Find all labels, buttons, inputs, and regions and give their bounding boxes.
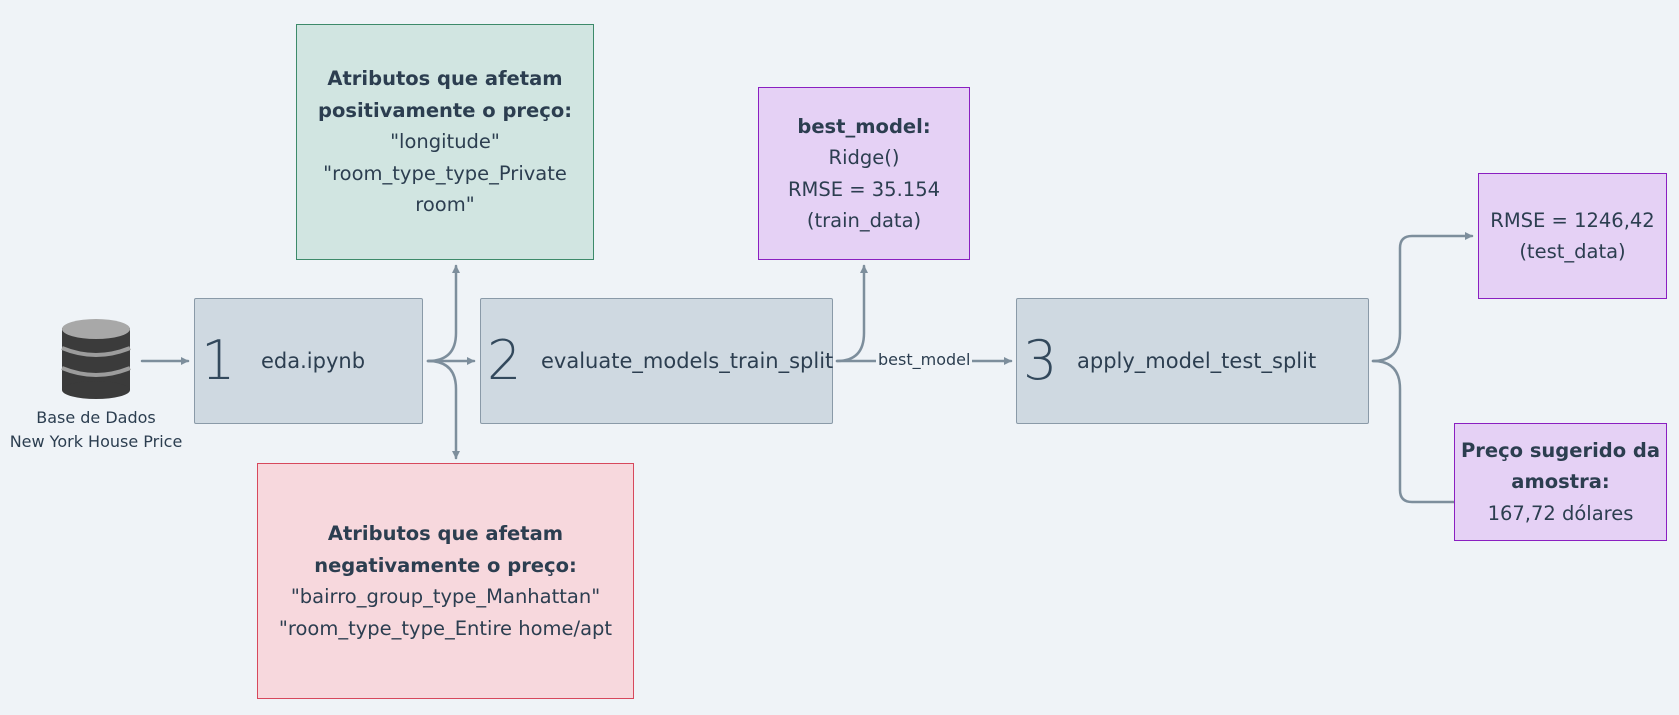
best-model-name: Ridge() <box>828 146 900 169</box>
negative-note-title-line2: negativamente o preço: <box>314 553 577 577</box>
step-1-number: 1 <box>201 329 236 392</box>
best-model-title: best_model: <box>797 114 931 138</box>
step-3-label: apply_model_test_split <box>1077 349 1317 373</box>
connector-step1-to-negative <box>426 359 460 460</box>
positive-note-item-2a: "room_type_type_Private <box>323 161 567 185</box>
test-rmse-dataset: (test_data) <box>1519 240 1626 263</box>
connector-step3-to-price <box>1371 359 1457 504</box>
best-model-rmse: RMSE = 35.154 <box>787 177 941 201</box>
suggested-price-value: 167,72 dólares <box>1487 501 1634 525</box>
connector-step1-to-positive <box>426 264 460 363</box>
step-2-node[interactable]: 2 evaluate_models_train_split <box>480 298 833 424</box>
database-caption-line1: Base de Dados <box>36 408 156 427</box>
negative-note-item-1: "bairro_group_type_Manhattan" <box>290 585 601 608</box>
suggested-price-title-line1: Preço sugerido da <box>1460 438 1661 462</box>
best-model-dataset: (train_data) <box>806 209 922 232</box>
database-icon <box>60 318 132 400</box>
step-2-number: 2 <box>487 329 522 392</box>
test-rmse-value: RMSE = 1246,42 <box>1490 208 1655 232</box>
edge-label-best-model: best_model <box>876 350 973 369</box>
database-caption-line2: New York House Price <box>9 432 183 451</box>
step-1-node[interactable]: 1 eda.ipynb <box>194 298 423 424</box>
positive-note-item-2b: room" <box>415 193 475 217</box>
step-3-number: 3 <box>1023 329 1058 392</box>
positive-note-title-line2: positivamente o preço: <box>317 98 573 122</box>
suggested-price-title-line2: amostra: <box>1511 470 1610 494</box>
step-3-node[interactable]: 3 apply_model_test_split <box>1016 298 1369 424</box>
step-2-label: evaluate_models_train_split <box>541 349 834 373</box>
positive-attributes-note: Atributos que afetam positivamente o pre… <box>296 24 594 260</box>
connector-step2-to-bestmodel <box>835 264 868 363</box>
connector-step3-to-rmse <box>1371 232 1474 363</box>
step-1-label: eda.ipynb <box>261 349 366 373</box>
negative-attributes-note: Atributos que afetam negativamente o pre… <box>257 463 634 699</box>
best-model-note: best_model: Ridge() RMSE = 35.154 (train… <box>758 87 970 260</box>
negative-note-item-2: "room_type_type_Entire home/apt <box>278 616 613 640</box>
database-caption: Base de Dados New York House Price <box>0 406 192 454</box>
suggested-price-note: Preço sugerido da amostra: 167,72 dólare… <box>1454 423 1667 541</box>
positive-note-title-line1: Atributos que afetam <box>327 67 563 91</box>
positive-note-item-1: "longitude" <box>390 130 500 154</box>
negative-note-title-line1: Atributos que afetam <box>327 522 564 545</box>
test-rmse-note: RMSE = 1246,42 (test_data) <box>1478 173 1667 299</box>
